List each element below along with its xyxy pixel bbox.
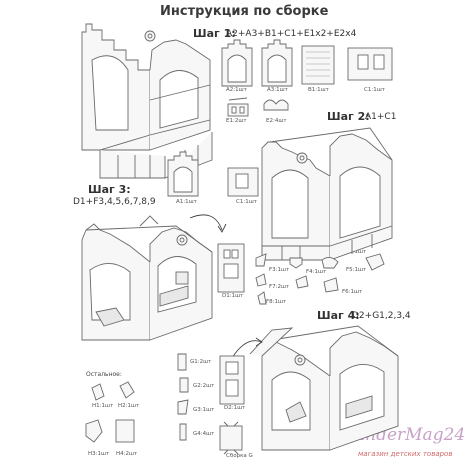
part-g3: [177, 399, 189, 415]
part-label-f9: F9:1шт: [346, 249, 367, 255]
page-title: Инструкция по сборке: [160, 4, 329, 19]
part-label-f8: F8:1шт: [266, 299, 287, 305]
part-label-h3: H3:1шт: [88, 451, 110, 457]
part-label-g4: G4:4шт: [193, 431, 215, 437]
part-label-e2: E2:4шт: [266, 118, 287, 124]
part-f6b: [323, 277, 339, 293]
step-3-label: Шаг 3:: [88, 183, 131, 196]
part-d2: [219, 355, 245, 405]
part-g2: [179, 377, 189, 393]
step-1-label: Шаг 1:: [193, 27, 236, 40]
part-b1: [301, 45, 335, 85]
part-label-f7: F7:2шт: [269, 284, 290, 290]
step-4-formula: D2+G1,2,3,4: [352, 311, 411, 321]
step-2-label: Шаг 2:: [327, 110, 370, 123]
part-f3: [255, 253, 267, 267]
part-a3: [261, 39, 293, 87]
part-h4: [115, 419, 135, 443]
step-2-assembly: [261, 127, 393, 261]
assembly-g: [219, 421, 243, 455]
part-label-d2: D2:1шт: [224, 405, 246, 411]
part-label-a3: A3:1шт: [267, 87, 288, 93]
assembly-g-label: Сборка G: [226, 453, 253, 459]
step-1-assembly: [81, 23, 213, 179]
part-f9: [365, 253, 385, 271]
part-label-a2: A2:1шт: [226, 87, 247, 93]
part-g1: [177, 353, 187, 371]
part-g4: [179, 423, 187, 441]
part-label-g2: G2:2шт: [193, 383, 215, 389]
part-f4: [289, 257, 303, 269]
part-e2: [263, 99, 289, 111]
part-h2: [119, 381, 135, 399]
step-3-formula: D1+F3,4,5,6,7,8,9: [73, 197, 156, 207]
part-label-f3: F3:1шт: [269, 267, 290, 273]
part-label-d1: D1:1шт: [222, 293, 244, 299]
step-3-assembly: [81, 215, 213, 341]
part-f6: [295, 275, 309, 289]
part-e1: [227, 103, 249, 117]
step-1-formula: A2+A3+B1+C1+E1x2+E2x4: [226, 29, 357, 39]
step-2-formula: A1+C1: [365, 112, 397, 122]
part-label-h1: H1:1шт: [92, 403, 114, 409]
part-h3: [85, 419, 103, 443]
part-label-g3: G3:1шт: [193, 407, 215, 413]
part-label-h2: H2:1шт: [118, 403, 140, 409]
part-label-c1b: C1:1шт: [236, 199, 257, 205]
part-label-f5: F5:1шт: [346, 267, 367, 273]
step-4-label: Шаг 4:: [317, 309, 360, 322]
part-a1: [167, 151, 199, 197]
brand-tagline: магазин детских товаров: [358, 450, 453, 458]
part-f5: [321, 257, 339, 269]
rest-label: Остальное:: [86, 371, 122, 378]
step-4-assembly: [249, 325, 399, 451]
part-label-h4: H4:2шт: [116, 451, 138, 457]
part-f8: [257, 291, 267, 305]
part-a2: [221, 39, 253, 87]
part-label-b1: B1:1шт: [308, 87, 329, 93]
part-label-f4: F4:1шт: [306, 269, 327, 275]
part-c1: [347, 47, 393, 81]
part-h1: [91, 383, 105, 401]
part-label-a1: A1:1шт: [176, 199, 197, 205]
part-label-f6: F6:1шт: [342, 289, 363, 295]
part-label-g1: G1:2шт: [190, 359, 212, 365]
part-label-c1: C1:1шт: [364, 87, 385, 93]
part-d1: [217, 243, 245, 293]
part-label-e1: E1:2шт: [226, 118, 247, 124]
part-c1-step2: [227, 167, 259, 197]
part-f7: [255, 273, 267, 287]
